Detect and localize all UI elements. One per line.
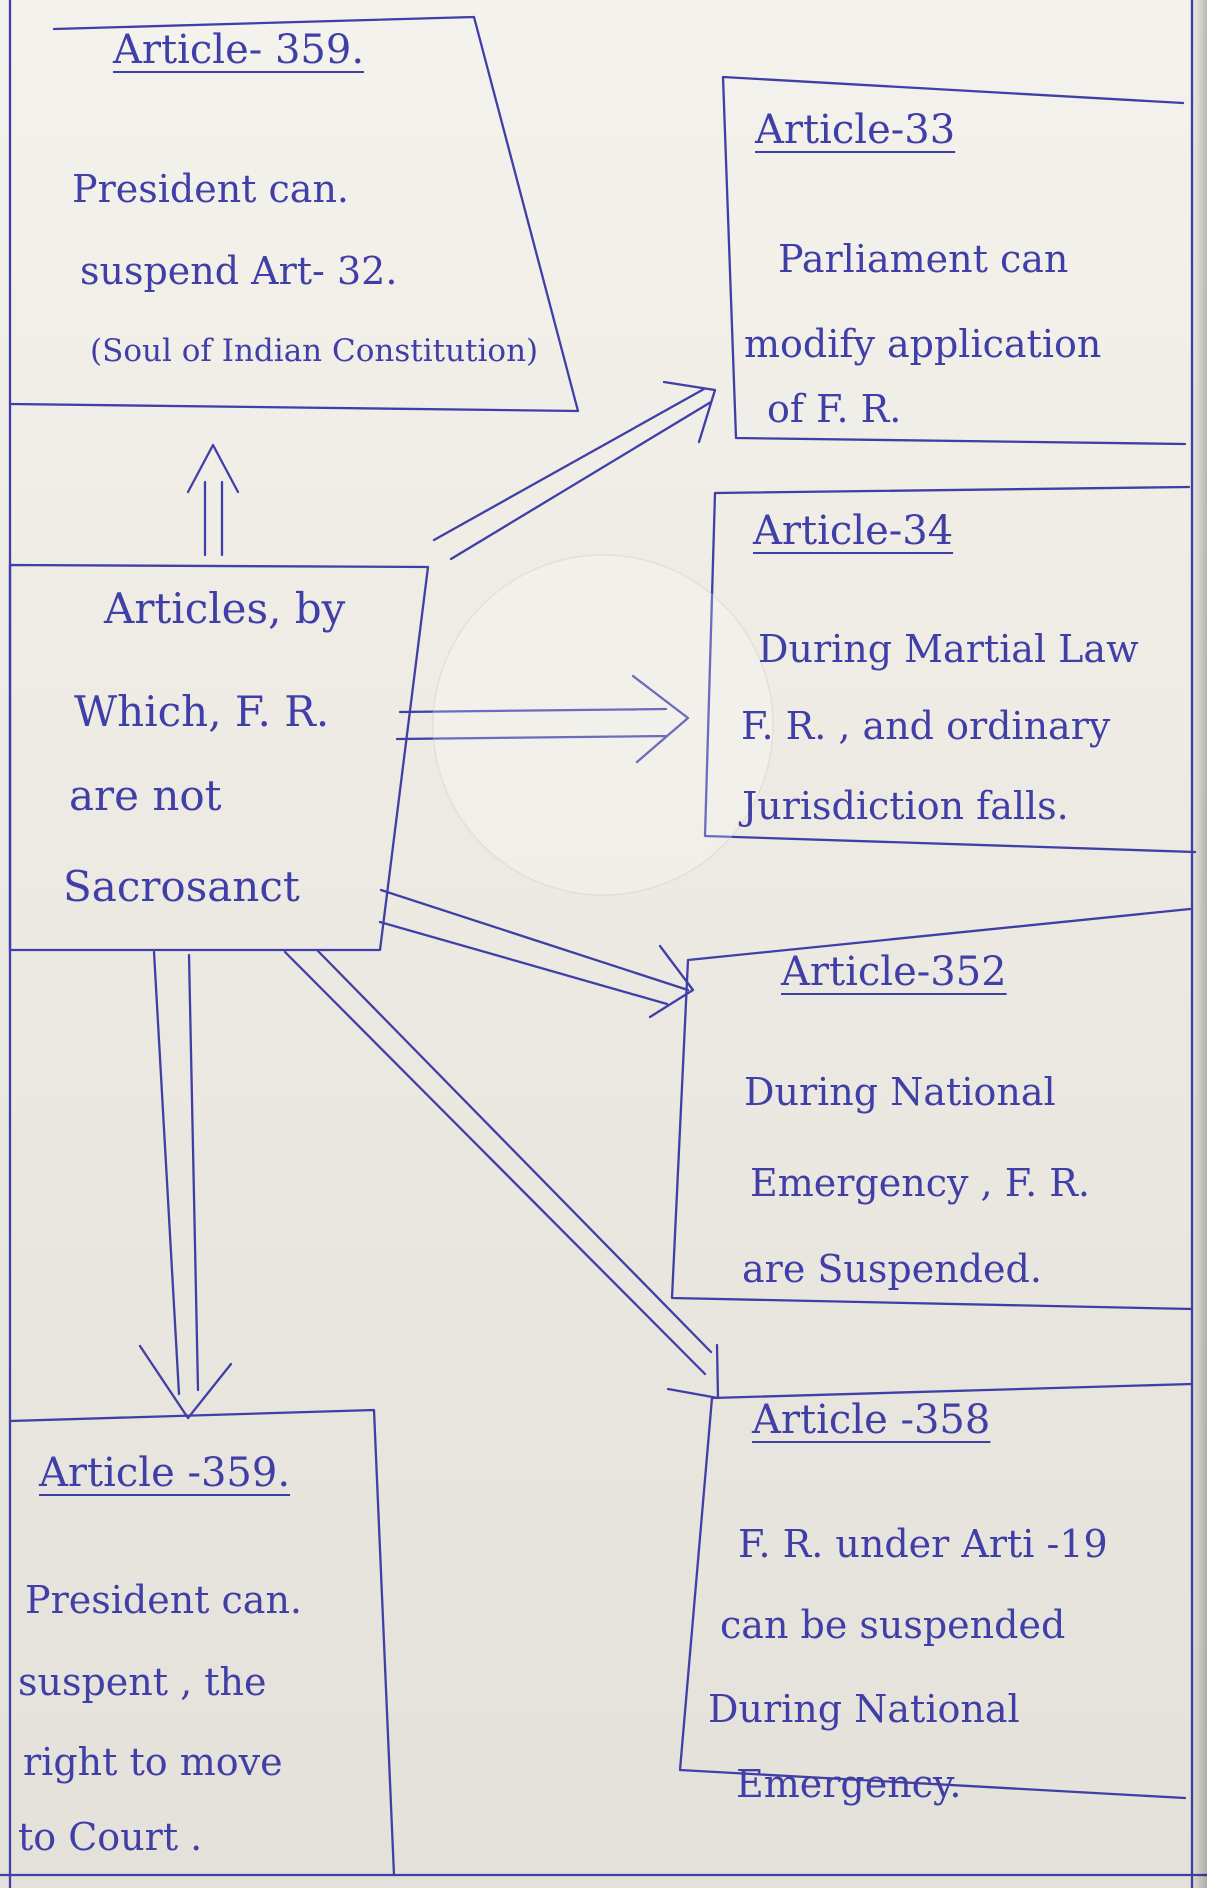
article-352-title: Article-352 bbox=[781, 949, 1007, 995]
article-352-box bbox=[670, 907, 1194, 1311]
center-line-1: Articles, by bbox=[104, 584, 346, 633]
top-left-line-3: (Soul of Indian Constitution) bbox=[90, 333, 539, 369]
article-352-line-3: are Suspended. bbox=[742, 1247, 1042, 1291]
bottom-left-line-1: President can. bbox=[25, 1578, 303, 1622]
article-34-line-2: F. R. , and ordinary bbox=[741, 704, 1111, 748]
watermark-circle bbox=[433, 555, 773, 895]
bottom-left-box bbox=[8, 1408, 396, 1877]
down-arrow bbox=[138, 950, 233, 1420]
top-right-title: Article-33 bbox=[755, 107, 956, 153]
article-34-line-1: During Martial Law bbox=[758, 627, 1139, 671]
top-left-note: Article- 359. President can. suspend Art… bbox=[0, 0, 600, 420]
article-352-note: Article-352 During National Emergency , … bbox=[672, 910, 1192, 1310]
arrow-to-358 bbox=[283, 949, 720, 1400]
center-line-4: Sacrosanct bbox=[63, 862, 300, 911]
article-358-line-1: F. R. under Arti -19 bbox=[738, 1522, 1108, 1566]
center-line-3: are not bbox=[69, 771, 222, 820]
article-358-line-4: Emergency. bbox=[736, 1762, 962, 1806]
bottom-left-title: Article -359. bbox=[39, 1450, 291, 1496]
bottom-left-line-3: right to move bbox=[23, 1740, 283, 1784]
bottom-left-line-2: suspent , the bbox=[18, 1660, 267, 1704]
bottom-left-note: Article -359. President can. suspent , t… bbox=[0, 1405, 400, 1875]
article-352-line-2: Emergency , F. R. bbox=[750, 1161, 1090, 1205]
article-358-note: Article -358 F. R. under Arti -19 can be… bbox=[680, 1380, 1195, 1806]
article-358-title: Article -358 bbox=[752, 1397, 991, 1443]
center-box bbox=[8, 563, 430, 952]
top-right-line-1: Parliament can bbox=[778, 237, 1069, 281]
top-right-line-2: modify application bbox=[744, 322, 1102, 366]
up-arrow bbox=[186, 443, 240, 557]
article-34-line-3: Jurisdiction falls. bbox=[742, 784, 1069, 828]
center-line-2: Which, F. R. bbox=[74, 687, 330, 736]
top-right-line-3: of F. R. bbox=[767, 387, 902, 431]
arrow-to-33 bbox=[432, 380, 717, 561]
top-left-title: Article- 359. bbox=[113, 27, 365, 73]
page-shadow bbox=[1189, 0, 1207, 1888]
top-right-note: Article-33 Parliament can modify applica… bbox=[720, 70, 1190, 450]
article-358-line-2: can be suspended bbox=[720, 1603, 1066, 1647]
arrow-to-34 bbox=[395, 674, 690, 764]
article-34-note: Article-34 During Martial Law F. R. , an… bbox=[705, 485, 1195, 855]
top-left-line-2: suspend Art- 32. bbox=[80, 249, 398, 293]
article-34-title: Article-34 bbox=[753, 508, 954, 554]
top-left-line-1: President can. bbox=[72, 167, 350, 211]
bottom-left-line-4: to Court . bbox=[18, 1815, 203, 1859]
arrow-to-352 bbox=[378, 888, 695, 1019]
article-358-line-3: During National bbox=[708, 1687, 1020, 1731]
article-34-box bbox=[703, 485, 1197, 854]
article-358-box bbox=[678, 1382, 1194, 1800]
top-right-box bbox=[721, 75, 1187, 446]
top-left-box bbox=[8, 15, 580, 413]
center-note: Articles, by Which, F. R. are not Sacros… bbox=[0, 560, 430, 950]
article-352-line-1: During National bbox=[744, 1070, 1056, 1114]
